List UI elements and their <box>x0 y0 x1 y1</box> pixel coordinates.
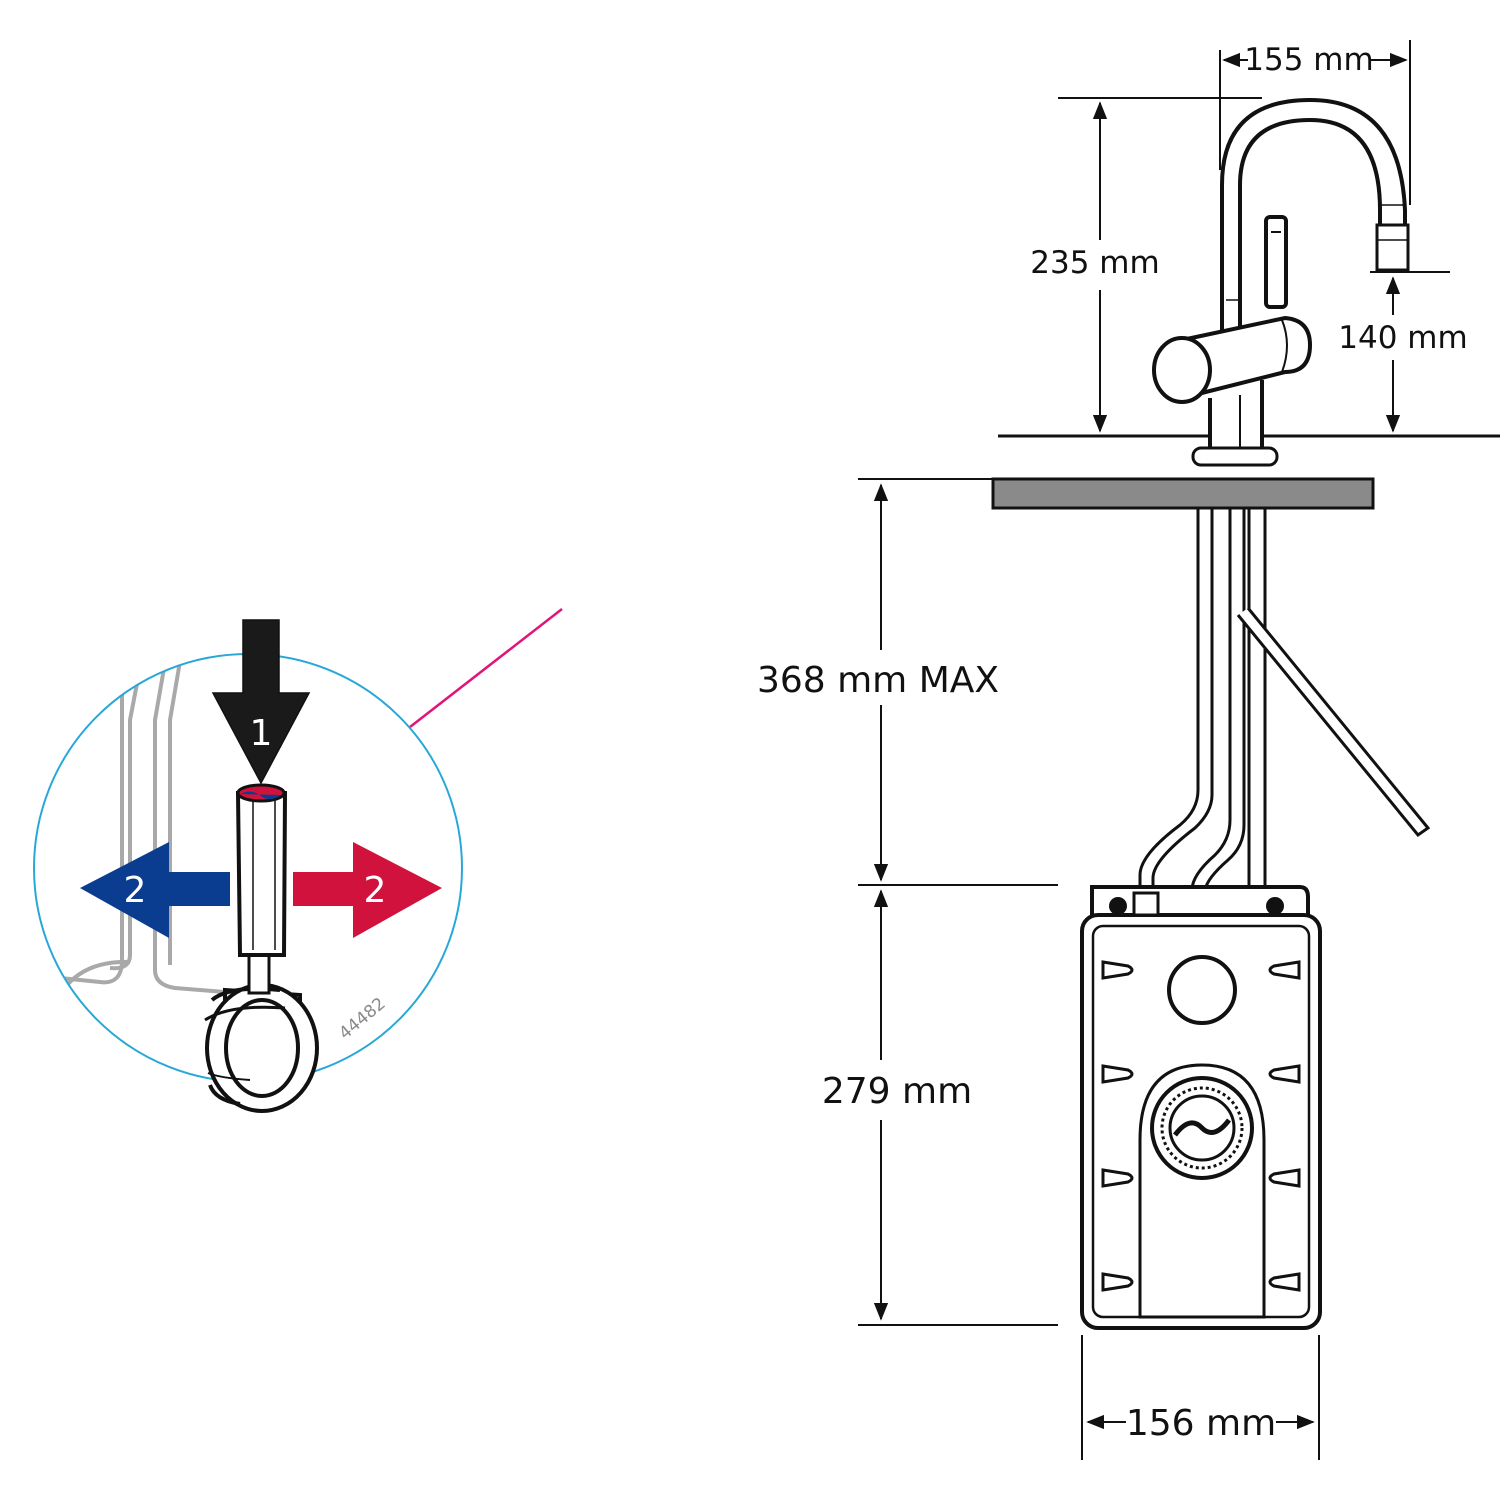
hot-step-number: 2 <box>364 870 387 911</box>
press-step-number: 1 <box>250 713 273 754</box>
tank-slots <box>1101 960 1301 1292</box>
handle-detail-view: 1 2 2 44482 <box>33 608 563 1113</box>
faucet-assembly <box>991 97 1500 1330</box>
handle-knob <box>204 983 319 1113</box>
tank-port <box>1167 955 1237 1025</box>
dimension-lines <box>858 40 1450 1460</box>
counter-slab <box>991 477 1375 510</box>
dimension-spout-reach: 155 mm <box>1244 42 1373 78</box>
cold-step-number: 2 <box>124 870 147 911</box>
supply-tubes <box>1138 508 1267 915</box>
dimension-tank-width: 156 mm <box>1126 1403 1276 1444</box>
hot-turn-arrow: 2 <box>293 842 442 938</box>
press-arrow: 1 <box>211 619 311 785</box>
cold-turn-arrow: 2 <box>80 842 230 938</box>
dimension-faucet-height: 235 mm <box>1030 245 1159 281</box>
faucet-lever <box>1264 215 1288 309</box>
faucet-base-ring <box>1191 446 1279 467</box>
lever-stem <box>235 783 288 995</box>
detail-leader-line <box>409 608 563 728</box>
hot-water-tank <box>1080 885 1322 1330</box>
dimension-under-counter-max: 368 mm MAX <box>757 660 999 701</box>
faucet-spout <box>1220 97 1407 335</box>
faucet-spout-tip <box>1375 223 1410 272</box>
dimension-spout-clearance: 140 mm <box>1338 320 1467 356</box>
faucet-body <box>1181 315 1313 400</box>
vent-tube <box>1236 607 1431 838</box>
thermostat-dial <box>1150 1076 1254 1180</box>
dimension-tank-height: 279 mm <box>822 1071 972 1112</box>
